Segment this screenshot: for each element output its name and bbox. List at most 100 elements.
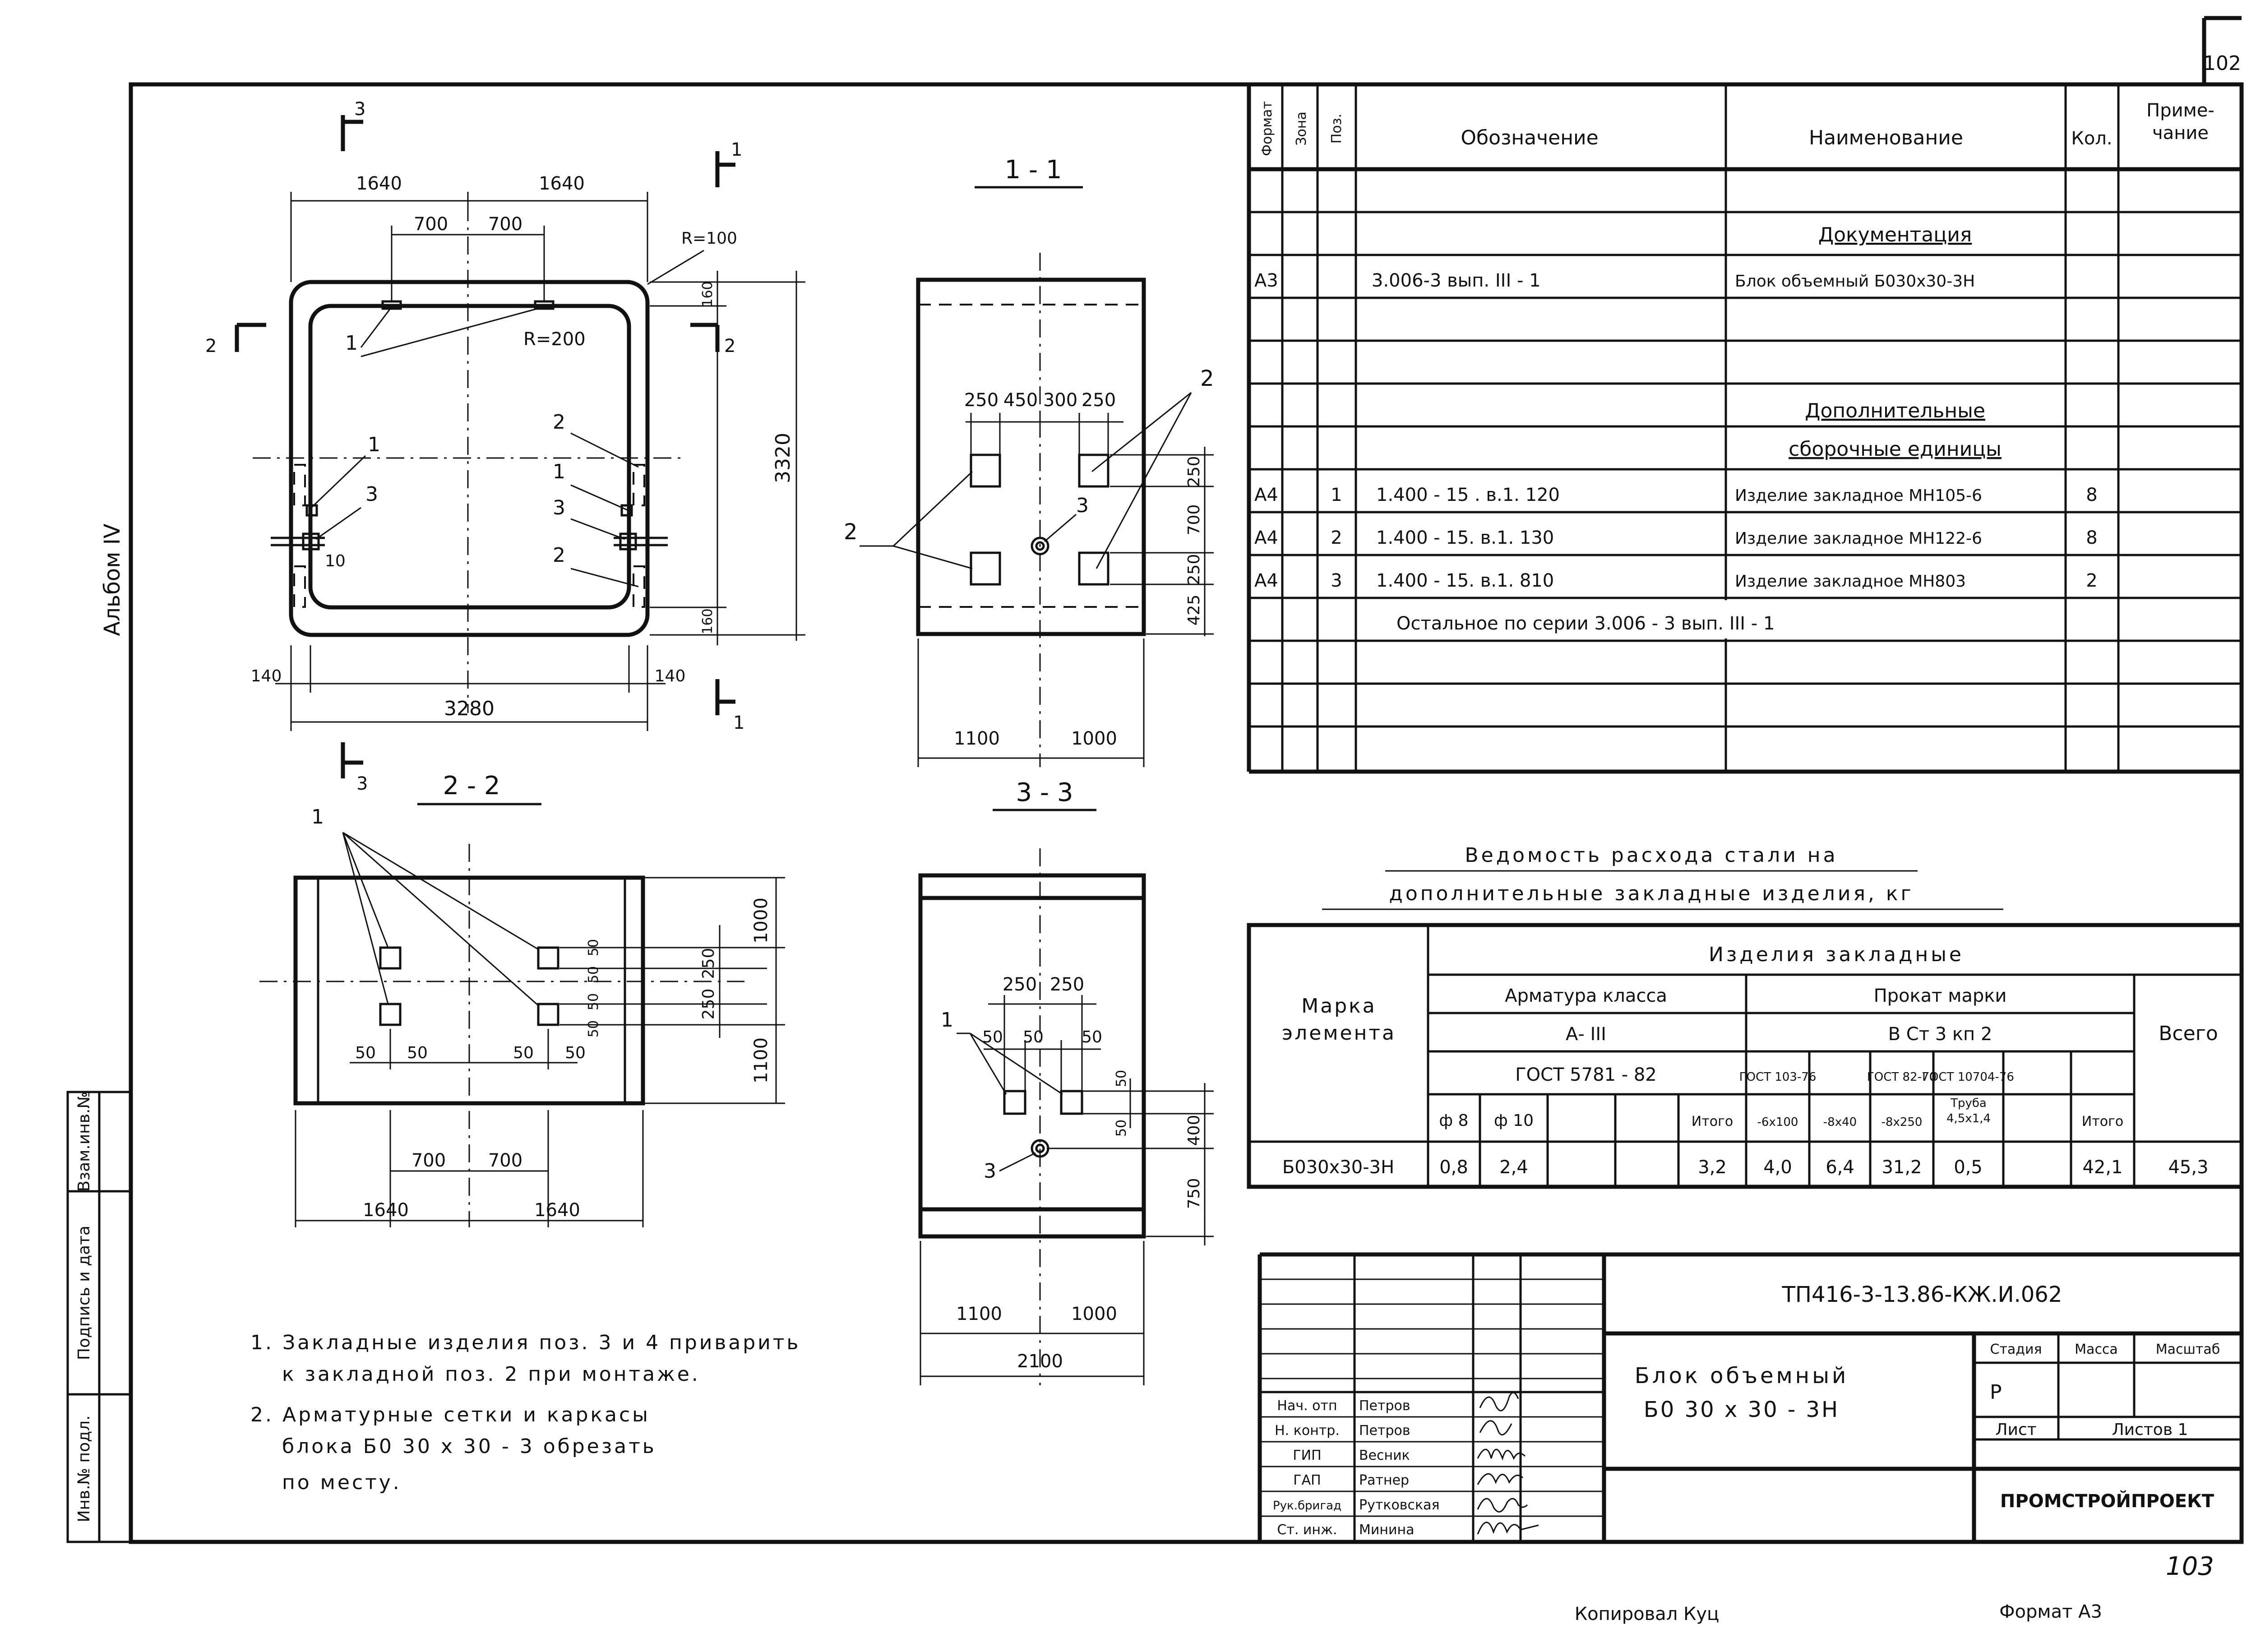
- title-name-1: Блок объемный: [1635, 1363, 1849, 1388]
- spec-row3-oboznachenie: 1.400 - 15. в.1. 810: [1376, 570, 1554, 591]
- s33-outline: [918, 873, 1146, 1239]
- steel-marka-elementa: Марка элемента: [1282, 995, 1396, 1045]
- spec-header-primechanie: Приме-чание: [2146, 100, 2214, 143]
- spec-row3-poz: 3: [1331, 570, 1342, 591]
- steel-col-itogo-a: Итого: [1692, 1114, 1733, 1129]
- section-3-3: 3 - 3 250 250 50 50 50 50 50 400 750 110: [918, 778, 1214, 1385]
- s33-callout-3: 3: [984, 1160, 996, 1183]
- s22-dim-h50a: 50: [355, 1044, 376, 1062]
- title-name-2: Б0 30 х 30 - 3Н: [1644, 1397, 1840, 1422]
- sheet-number: 102: [2203, 52, 2241, 75]
- signer-role-2: Н. контр.: [1275, 1423, 1340, 1439]
- plan-dim-1640a: 1640: [356, 173, 402, 194]
- spec-row1-poz: 1: [1331, 485, 1342, 505]
- spec-row1-kol: 8: [2086, 485, 2097, 505]
- steel-gost-10704: ГОСТ 10704-76: [1922, 1070, 2014, 1084]
- s11-dim-v700: 700: [1185, 504, 1203, 536]
- signatures: [1477, 1392, 1539, 1535]
- s11-dim-1100: 1100: [954, 728, 1000, 749]
- steel-col-itogo-b: Итого: [2082, 1114, 2123, 1129]
- s22-dim-v1100: 1100: [751, 1037, 772, 1083]
- steel-val-8x250: 31,2: [1882, 1157, 1922, 1178]
- spec-row2-oboznachenie: 1.400 - 15. в.1. 130: [1376, 528, 1554, 548]
- s11-dim-1000: 1000: [1071, 728, 1117, 749]
- page-stamp: 103: [2166, 1552, 2214, 1581]
- title-org: ПРОМСТРОЙПРОЕКТ: [2000, 1490, 2214, 1512]
- spec-row2-poz: 2: [1331, 528, 1342, 548]
- steel-row-marka: Б030х30-3Н: [1282, 1157, 1394, 1178]
- signer-name-1: Петров: [1359, 1398, 1410, 1414]
- spec-section-additional-2: сборочные единицы: [1789, 438, 2002, 461]
- s33-dim-v50b: 50: [1114, 1120, 1129, 1137]
- steel-val-itogo-a: 3,2: [1698, 1157, 1727, 1178]
- plan-dim-1640b: 1640: [539, 173, 585, 194]
- steel-val-8x40: 6,4: [1826, 1157, 1854, 1178]
- steel-val-truba: 0,5: [1954, 1157, 1983, 1178]
- s33-dim-2100: 2100: [1017, 1351, 1063, 1372]
- footer-copied: Копировал Куц: [1575, 1604, 1720, 1624]
- s11-callout-3: 3: [1076, 494, 1089, 517]
- spec-header-zona: Зона: [1294, 111, 1309, 146]
- spec-row1-naimenovanie: Изделие закладное МН105-6: [1735, 486, 1982, 505]
- footer-format: Формат А3: [1999, 1601, 2102, 1622]
- plan-dim-160a: 160: [700, 281, 716, 307]
- steel-gost-103: ГОСТ 103-76: [1739, 1070, 1817, 1084]
- signer-role-6: Ст. инж.: [1277, 1522, 1337, 1538]
- plan-dim-160b: 160: [700, 608, 716, 634]
- s33-dim-v400: 400: [1185, 1115, 1203, 1146]
- plan-inner-wall: [308, 304, 631, 610]
- plan-dim-140a: 140: [251, 667, 282, 685]
- spec-row3-naimenovanie: Изделие закладное МН803: [1735, 572, 1966, 591]
- s22-dim-h50c: 50: [513, 1044, 534, 1062]
- section-3-3-title: 3 - 3: [1016, 778, 1073, 807]
- steel-vst3kp2: В Ст 3 кп 2: [1888, 1024, 1992, 1045]
- s33-dim-v50a: 50: [1114, 1070, 1129, 1087]
- spec-doc-naimenovanie: Блок объемный Б030х30-3Н: [1735, 272, 1975, 291]
- spec-table: Формат Зона Поз. Обозначение Наименовани…: [1247, 84, 2242, 774]
- spec-row3-format: А4: [1254, 570, 1278, 591]
- s22-dim-v50a: 50: [586, 939, 601, 956]
- spec-header-oboznachenie: Обозначение: [1461, 126, 1598, 149]
- section-1-1-title: 1 - 1: [1004, 155, 1062, 185]
- s22-dim-v50c: 50: [586, 993, 601, 1010]
- spec-row2-format: А4: [1254, 528, 1278, 548]
- s33-dim-250a: 250: [1003, 974, 1037, 995]
- steel-col-8x250: -8х250: [1882, 1115, 1923, 1129]
- cut-1-top: 1: [731, 139, 742, 160]
- spec-row2-naimenovanie: Изделие закладное МН122-6: [1735, 529, 1982, 548]
- spec-row1-oboznachenie: 1.400 - 15 . в.1. 120: [1376, 485, 1560, 505]
- plan-callout-1c: 1: [553, 460, 565, 483]
- spec-row3-kol: 2: [2086, 570, 2097, 591]
- note-line-1: 1. Закладные изделия поз. 3 и 4 приварит…: [250, 1331, 800, 1354]
- s22-callout-1: 1: [311, 805, 324, 828]
- s22-dim-1640b: 1640: [534, 1200, 580, 1221]
- spec-header-poz: Поз.: [1329, 114, 1345, 143]
- drawing-frame: [129, 82, 2244, 1544]
- steel-izdeliya: Изделия закладные: [1709, 943, 1964, 966]
- steel-col-f8: ф 8: [1439, 1111, 1468, 1130]
- signer-role-5: Рук.бригад: [1273, 1499, 1341, 1513]
- spec-header-format: Формат: [1259, 101, 1275, 156]
- plan-dim-3280: 3280: [444, 697, 495, 720]
- section-2-2: 2 - 2 1000 1100 250 250 50 50 50 50 50 5…: [259, 771, 785, 1227]
- plan-callout-3b: 3: [553, 496, 565, 519]
- cut-1-bottom: 1: [733, 713, 744, 733]
- cut-3-top: 3: [354, 99, 365, 120]
- plan-dim-700b: 700: [488, 214, 522, 235]
- steel-prokat: Прокат марки: [1874, 986, 2007, 1006]
- signer-role-3: ГИП: [1293, 1448, 1321, 1463]
- s11-dim-300: 300: [1043, 390, 1077, 411]
- spec-header-naimenovanie: Наименование: [1809, 126, 1963, 149]
- s33-dim-h50b: 50: [1023, 1028, 1044, 1046]
- steel-armatura: Арматура класса: [1505, 986, 1667, 1006]
- steel-col-6x100: -6х100: [1757, 1115, 1798, 1129]
- plan-dim-140b: 140: [655, 667, 686, 685]
- section-2-2-title: 2 - 2: [443, 771, 500, 801]
- s11-outline: [916, 278, 1146, 636]
- plan-dim-10: 10: [325, 552, 346, 570]
- steel-vsego: Всего: [2159, 1022, 2218, 1045]
- spec-row1-format: А4: [1254, 485, 1278, 505]
- s33-callout-1: 1: [941, 1009, 953, 1032]
- signer-role-4: ГАП: [1293, 1472, 1321, 1488]
- steel-val-6x100: 4,0: [1763, 1157, 1792, 1178]
